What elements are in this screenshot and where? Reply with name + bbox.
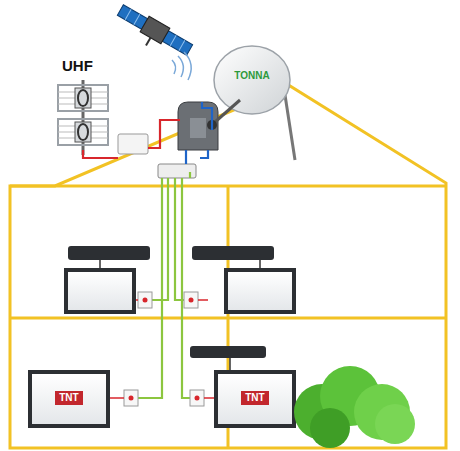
brand-label: TONNA [234,71,269,81]
coupler [118,134,148,154]
bush [294,366,415,448]
signal-waves [172,52,191,80]
uhf-antenna [58,80,108,155]
satellite-dish [207,46,295,160]
socket-port [129,298,200,401]
television [28,268,296,428]
screen-logo: TNT [241,391,268,405]
house-outline [10,86,446,448]
distributor [158,164,196,178]
screen-logo: TNT [55,391,82,405]
satellite [111,2,194,65]
multiswitch [178,102,218,150]
antenna-label: UHF [62,58,93,73]
